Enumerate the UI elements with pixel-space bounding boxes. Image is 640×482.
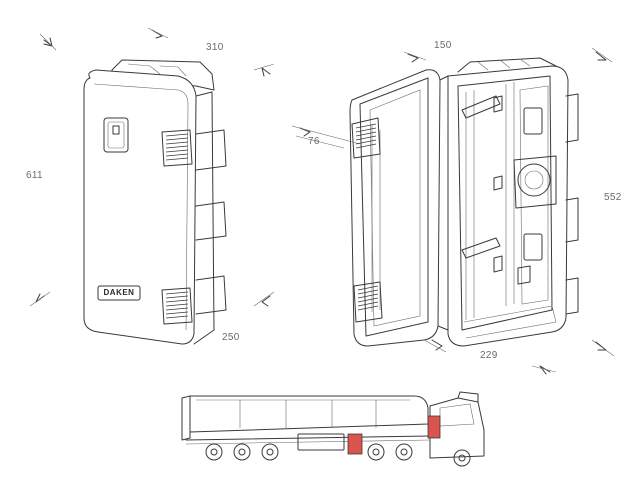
dim-closed-depth: 250: [222, 332, 240, 343]
brand-plate-text: DAKEN: [103, 288, 135, 297]
tanker-truck: [181, 391, 485, 467]
cabinet-highlight-2: [427, 415, 441, 439]
cabinet-highlight-1: [347, 433, 363, 455]
brand-plate-frame: [97, 285, 141, 301]
open-box: [349, 57, 579, 347]
closed-box: [83, 59, 227, 345]
dim-hinge-offset: 76: [308, 136, 320, 147]
dim-closed-width: 310: [206, 42, 224, 53]
dim-open-height: 552: [604, 192, 622, 203]
dim-open-depth: 229: [480, 350, 498, 361]
dimension-arrows: [29, 27, 615, 375]
dim-closed-height: 611: [26, 170, 43, 181]
dim-open-width: 150: [434, 40, 452, 51]
